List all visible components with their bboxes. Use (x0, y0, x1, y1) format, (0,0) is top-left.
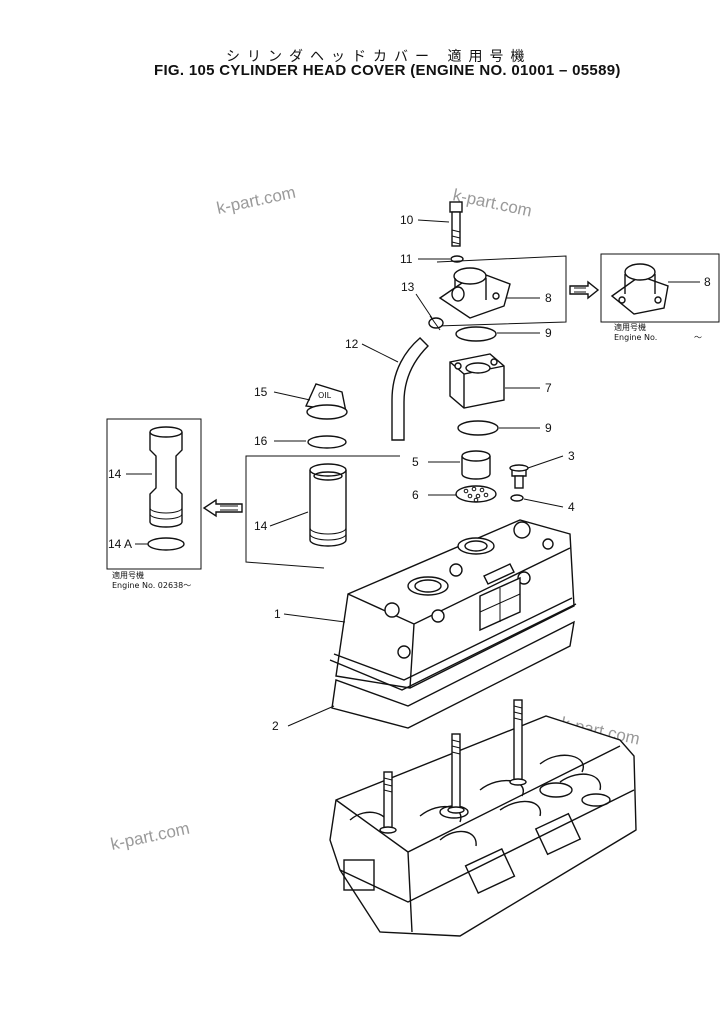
callout-8-inset: 8 (704, 275, 711, 289)
part-5-element (461, 450, 491, 480)
watermark: k-part.com (451, 185, 533, 220)
inset-left-frame (106, 418, 202, 570)
part-13-clamp (428, 315, 444, 331)
cylinder-head (329, 715, 637, 937)
watermark: k-part.com (215, 183, 297, 218)
callout-13: 13 (401, 280, 415, 294)
callout-10: 10 (400, 213, 414, 227)
callout-6: 6 (412, 488, 419, 502)
callout-8: 8 (545, 291, 552, 305)
part-12-hose (391, 337, 429, 441)
inset-right-engine: Engine No. (614, 333, 657, 342)
part-2-gasket (331, 620, 575, 729)
callout-14: 14 (254, 519, 268, 533)
arrow-right-icon (569, 280, 600, 300)
callout-9-lower: 9 (545, 421, 552, 435)
callout-15: 15 (254, 385, 268, 399)
callout-2: 2 (272, 719, 279, 733)
part-10-bolt (449, 201, 463, 247)
callout-16: 16 (254, 434, 268, 448)
inset-part-14 (149, 426, 183, 528)
callout-12: 12 (345, 337, 359, 351)
watermark: k-part.com (109, 819, 191, 854)
callout-1: 1 (274, 607, 281, 621)
callout-3: 3 (568, 449, 575, 463)
callout-4: 4 (568, 500, 575, 514)
inset-middle-frame (245, 455, 400, 569)
part-3-bolt (509, 464, 529, 489)
figure-title: FIG. 105 CYLINDER HEAD COVER (ENGINE NO.… (154, 62, 621, 79)
part-16-o-ring (307, 435, 347, 449)
callout-14a: 14 A (108, 537, 132, 551)
inset-part-8 (610, 263, 669, 315)
arrow-left-icon (202, 498, 243, 518)
callout-11: 11 (400, 252, 413, 266)
part-15-oil-cap: OIL (304, 383, 348, 420)
part-1-head-cover (329, 519, 577, 691)
head-studs (379, 699, 527, 834)
callout-5: 5 (412, 455, 419, 469)
part-4-washer (510, 494, 524, 502)
part-9-gasket (455, 326, 497, 342)
callout-9: 9 (545, 326, 552, 340)
callout-7: 7 (545, 381, 552, 395)
part-6-mesh (455, 485, 497, 503)
inset-right-range: ～ (694, 333, 702, 342)
part-8-outlet (438, 267, 511, 319)
part-9-gasket-lower (457, 420, 499, 436)
svg-text:OIL: OIL (318, 391, 332, 400)
callout-14-inset: 14 (108, 467, 122, 481)
part-7-spacer (449, 353, 505, 409)
part-14a-o-ring (147, 537, 185, 551)
part-14-filler-tube (309, 463, 347, 547)
inset-right-jp: 適用号機 (614, 322, 646, 332)
title-japanese: シリンダヘッドカバー 適用号機 (226, 49, 532, 65)
inset-left-jp: 適用号機 (112, 570, 144, 580)
inset-left-engine: Engine No. 02638～ (112, 581, 191, 590)
inset-right-frame (600, 253, 720, 323)
